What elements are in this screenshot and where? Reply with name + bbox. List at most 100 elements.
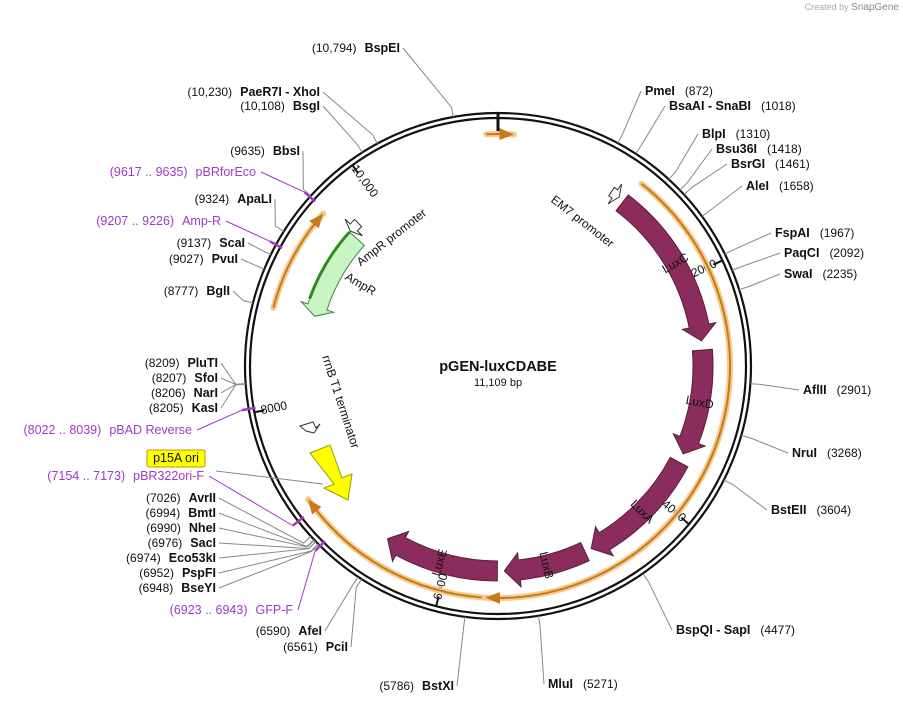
site-position: (6948) bbox=[139, 581, 174, 595]
site-position: (8209) bbox=[145, 356, 180, 370]
site-enzyme-name: FspAI bbox=[775, 226, 810, 240]
site-leader-line bbox=[537, 615, 545, 685]
snapgene-credit: Created by SnapGene bbox=[805, 2, 899, 13]
site-enzyme-name: SacI bbox=[190, 536, 216, 550]
site-leader-line bbox=[642, 573, 673, 631]
site-position: (3604) bbox=[816, 503, 851, 517]
feature-luxe bbox=[387, 530, 498, 582]
site-position: (2235) bbox=[823, 267, 858, 281]
site-leader-line bbox=[679, 148, 713, 191]
site-position: (5786) bbox=[379, 679, 414, 693]
primer-range: (9617 .. 9635) bbox=[110, 165, 188, 179]
site-leader-line bbox=[324, 576, 359, 632]
site-enzyme-name: Bsu36I bbox=[716, 142, 757, 156]
site-position: (9137) bbox=[177, 236, 212, 250]
tick-label: 8000 bbox=[259, 398, 288, 417]
tick-mark bbox=[351, 164, 360, 174]
orf-arrowhead bbox=[499, 128, 514, 141]
site-enzyme-name: BbsI bbox=[273, 144, 300, 158]
primer-name: GFP-F bbox=[256, 603, 294, 617]
site-enzyme-name: PspFI bbox=[182, 566, 216, 580]
feature-em7-promoter bbox=[607, 183, 623, 205]
site-leader-line bbox=[322, 91, 378, 144]
site-position: (6952) bbox=[139, 566, 174, 580]
feature-p15a-ori bbox=[309, 444, 353, 501]
site-position: (8777) bbox=[164, 284, 199, 298]
primer-sites: pBRforEco(9617 .. 9635)Amp-R(9207 .. 922… bbox=[23, 165, 326, 617]
primer-range: (9207 .. 9226) bbox=[96, 214, 174, 228]
primer-mark bbox=[303, 191, 316, 203]
primer-mark bbox=[269, 240, 283, 250]
site-position: (10,794) bbox=[312, 41, 357, 55]
orf-arrowhead bbox=[308, 499, 322, 515]
site-position: (3268) bbox=[827, 446, 862, 460]
feature-luxb bbox=[503, 541, 590, 589]
site-enzyme-name: PaqCI bbox=[784, 246, 819, 260]
site-position: (6561) bbox=[283, 640, 318, 654]
plasmid-size: 11,109 bp bbox=[474, 377, 522, 389]
primer-leader-line bbox=[225, 220, 271, 242]
site-leader-line bbox=[220, 362, 246, 385]
site-leader-line bbox=[701, 185, 743, 217]
site-position: (1418) bbox=[767, 142, 802, 156]
site-enzyme-name: BmtI bbox=[188, 506, 216, 520]
restriction-sites: BspEI(10,794)PaeR7I - XhoI(10,230)BsgI(1… bbox=[126, 41, 871, 693]
site-enzyme-name: MluI bbox=[548, 677, 573, 691]
site-position: (9635) bbox=[230, 144, 265, 158]
site-position: (6990) bbox=[146, 521, 181, 535]
site-leader-line bbox=[232, 290, 254, 304]
site-leader-line bbox=[218, 541, 317, 550]
site-leader-line bbox=[723, 479, 768, 511]
backbone-layer bbox=[243, 111, 753, 621]
site-position: (1658) bbox=[779, 179, 814, 193]
site-enzyme-name: PciI bbox=[326, 640, 348, 654]
primer-name: pBR322ori-F bbox=[133, 469, 204, 483]
feature-label-luxd: LuxD bbox=[685, 393, 715, 412]
site-position: (10,108) bbox=[240, 99, 285, 113]
site-leader-line bbox=[302, 150, 312, 197]
site-enzyme-name: SwaI bbox=[784, 267, 813, 281]
primer-mark bbox=[314, 540, 326, 552]
primer-name: pBRforEco bbox=[196, 165, 256, 179]
site-position: (2901) bbox=[837, 383, 872, 397]
primer-mark bbox=[241, 406, 256, 412]
tick-mark bbox=[680, 517, 690, 525]
feature-luxa bbox=[590, 456, 689, 557]
site-leader-line bbox=[350, 578, 363, 648]
ampr-cds-arc bbox=[308, 230, 351, 300]
site-enzyme-name: PvuI bbox=[212, 252, 238, 266]
site-position: (6976) bbox=[148, 536, 183, 550]
site-position: (872) bbox=[685, 84, 713, 98]
site-position: (4477) bbox=[760, 623, 795, 637]
site-leader-line bbox=[218, 527, 315, 548]
primer-mark bbox=[292, 516, 305, 527]
primer-leader-line bbox=[297, 550, 316, 611]
site-leader-line bbox=[402, 47, 454, 118]
site-enzyme-name: BlpI bbox=[702, 127, 726, 141]
site-leader-line bbox=[456, 616, 466, 687]
primer-range: (8022 .. 8039) bbox=[23, 423, 101, 437]
site-enzyme-name: BstEII bbox=[771, 503, 806, 517]
site-leader-line bbox=[741, 434, 789, 454]
site-position: (5271) bbox=[583, 677, 618, 691]
site-leader-line bbox=[240, 258, 265, 270]
feature-label-rrnb: rrnB T1 terminator bbox=[319, 353, 362, 450]
tick-mark bbox=[435, 596, 440, 607]
site-enzyme-name: PluTI bbox=[187, 356, 218, 370]
feature-label-ampr-promoter: AmpR promoter bbox=[354, 206, 429, 269]
site-enzyme-name: PmeI bbox=[645, 84, 675, 98]
site-leader-line bbox=[274, 198, 285, 232]
primer-leader-line bbox=[196, 409, 242, 431]
site-enzyme-name: BspEI bbox=[365, 41, 400, 55]
site-enzyme-name: BseYI bbox=[181, 581, 216, 595]
site-leader-line bbox=[247, 242, 272, 256]
site-position: (10,230) bbox=[187, 85, 232, 99]
site-position: (8205) bbox=[149, 401, 184, 415]
site-position: (6590) bbox=[256, 624, 291, 638]
primer-leader-line bbox=[260, 171, 305, 193]
site-leader-line bbox=[750, 383, 800, 391]
site-enzyme-name: NruI bbox=[792, 446, 817, 460]
snapgene-brand: SnapGene bbox=[851, 2, 899, 13]
primer-name: pBAD Reverse bbox=[109, 423, 192, 437]
